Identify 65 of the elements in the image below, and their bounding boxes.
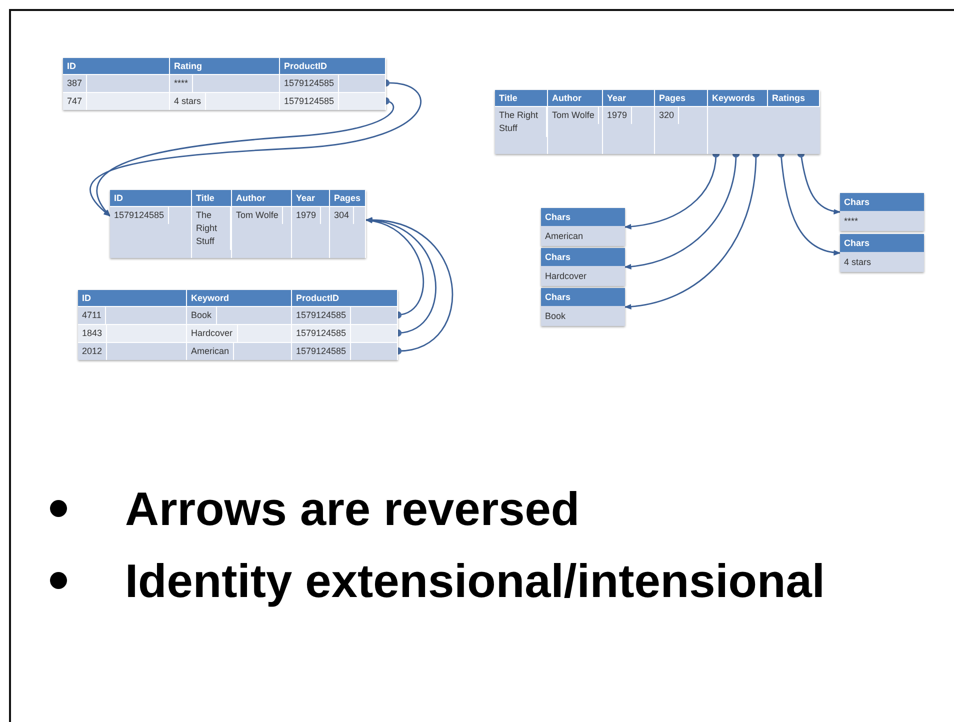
data-table (495, 90, 820, 154)
table-cell: 304 (330, 207, 354, 224)
column-header: ProductID (292, 290, 398, 306)
table-row (495, 106, 820, 154)
data-table (78, 290, 398, 360)
value-box (541, 288, 625, 326)
table-cell: The Right Stuff (495, 107, 547, 137)
type-header: Chars (840, 234, 924, 252)
table-row (63, 74, 386, 92)
table-cell: 747 (63, 93, 88, 110)
value-cell-text: American (544, 230, 584, 243)
table-cell: 1579124585 (110, 207, 170, 224)
type-header: Chars (541, 248, 625, 266)
table-row (110, 206, 366, 258)
arrow (96, 97, 394, 217)
bullet-text: Arrows are reversed (125, 480, 580, 536)
value-box (541, 248, 625, 286)
column-header: Title (495, 90, 548, 106)
column-header: Year (292, 190, 330, 206)
column-header: Ratings (768, 90, 820, 106)
column-header: Author (232, 190, 292, 206)
table-cell: 1579124585 (292, 343, 352, 360)
table-cell: 2012 (78, 343, 108, 360)
column-header: Title (192, 190, 232, 206)
data-table (110, 190, 366, 258)
column-header: ID (78, 290, 187, 306)
bullet-text: Identity extensional/intensional (125, 552, 825, 608)
arrow (365, 218, 424, 319)
column-header: ProductID (280, 58, 386, 74)
table-cell: 320 (655, 107, 680, 124)
table-cell: Tom Wolfe (548, 107, 600, 124)
table-cell: 4 stars (170, 93, 206, 110)
data-table (63, 58, 386, 110)
arrow (365, 218, 436, 337)
table-row (78, 324, 398, 342)
arrow (90, 79, 422, 217)
table-cell: The Right Stuff (192, 207, 231, 250)
table-cell: American (187, 343, 234, 360)
column-header: ID (63, 58, 170, 74)
column-header: Keyword (187, 290, 292, 306)
table-row (63, 92, 386, 110)
column-header: Pages (330, 190, 366, 206)
value-cell-text: **** (843, 215, 860, 228)
table-row (78, 306, 398, 324)
table-cell: 1979 (292, 207, 322, 224)
value-box (840, 234, 924, 272)
column-header: Keywords (708, 90, 768, 106)
column-header: Rating (170, 58, 280, 74)
value-cell-text: Book (544, 310, 567, 323)
column-header: Pages (655, 90, 708, 106)
column-header: Year (603, 90, 655, 106)
column-header: ID (110, 190, 192, 206)
arrow (365, 218, 453, 355)
value-box (541, 208, 625, 246)
table-cell: 1579124585 (280, 93, 340, 110)
table-cell: Tom Wolfe (232, 207, 284, 224)
table-row (78, 342, 398, 360)
value-cell-text: Hardcover (544, 270, 588, 283)
table-cell: 1979 (603, 107, 632, 124)
type-header: Chars (541, 208, 625, 226)
type-header: Chars (840, 193, 924, 211)
value-cell-text: 4 stars (843, 256, 872, 269)
value-box (840, 193, 924, 231)
column-header: Author (548, 90, 603, 106)
type-header: Chars (541, 288, 625, 306)
